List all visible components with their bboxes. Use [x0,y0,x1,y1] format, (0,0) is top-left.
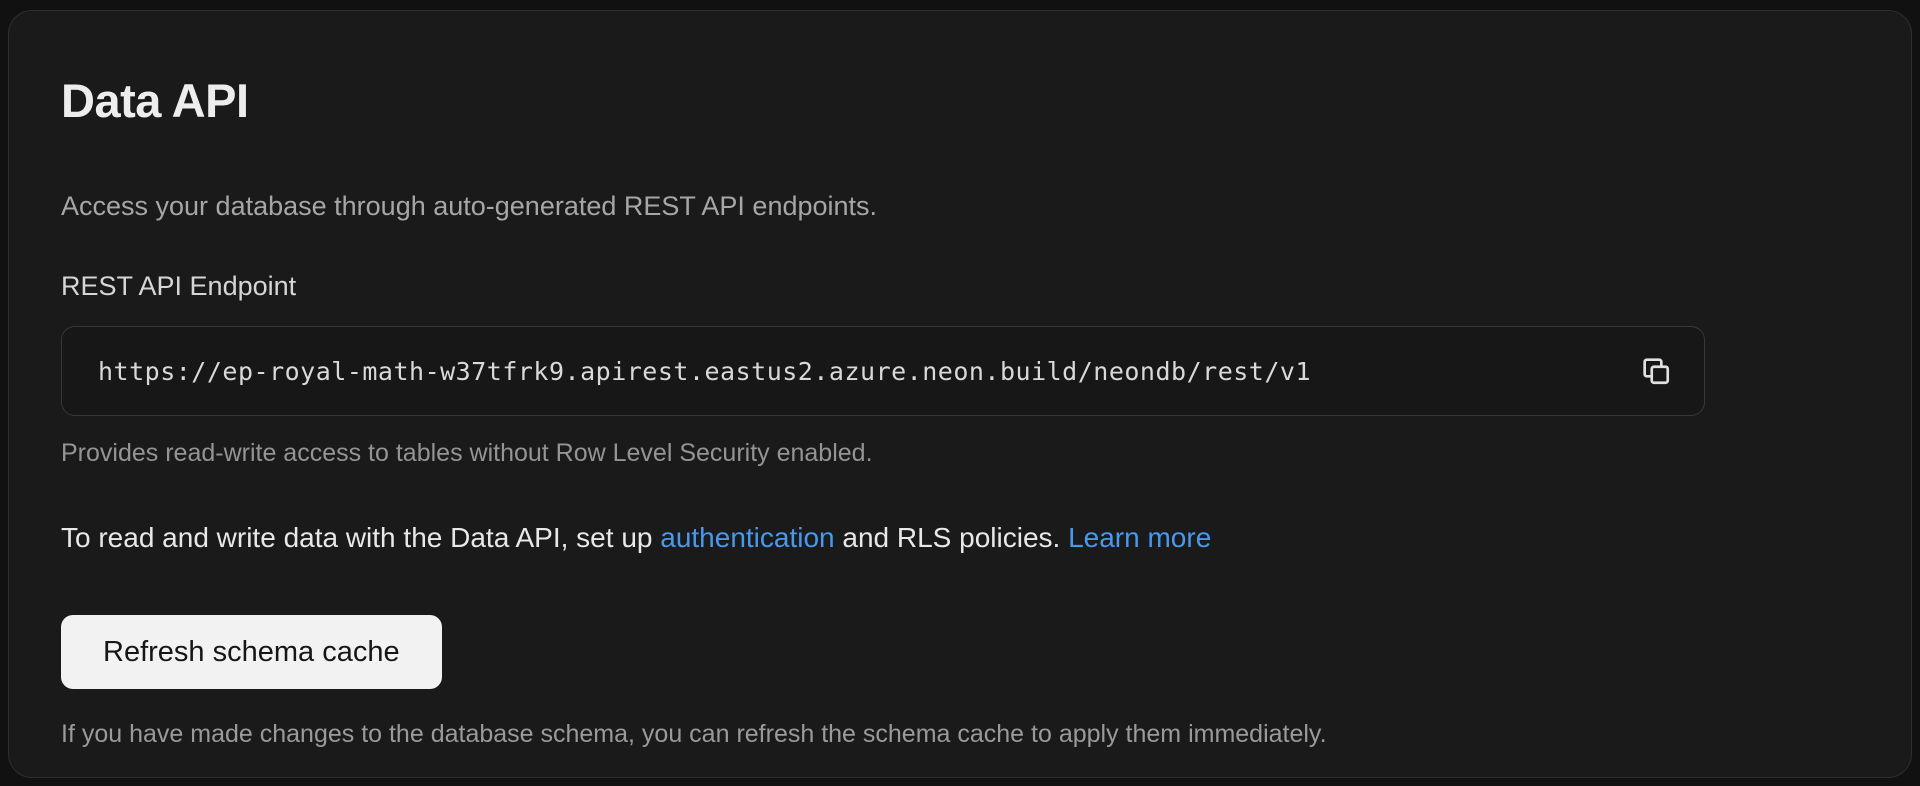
endpoint-url-field[interactable]: https://ep-royal-math-w37tfrk9.apirest.e… [61,326,1705,417]
endpoint-url-value: https://ep-royal-math-w37tfrk9.apirest.e… [98,356,1311,386]
refresh-schema-cache-button[interactable]: Refresh schema cache [61,615,442,690]
panel-description: Access your database through auto-genera… [61,190,878,221]
cta-text-before: To read and write data with the Data API… [61,522,661,554]
rls-policies-note: To read and write data with the Data API… [61,520,1859,555]
authentication-link[interactable]: authentication [660,522,835,554]
copy-icon [1640,355,1672,387]
endpoint-helper-text: Provides read-write access to tables wit… [61,439,873,468]
cta-text-middle: and RLS policies. [834,522,1069,554]
learn-more-link[interactable]: Learn more [1068,522,1212,554]
refresh-helper-text: If you have made changes to the database… [61,720,1327,749]
data-api-panel: Data API Access your database through au… [8,10,1912,778]
endpoint-label: REST API Endpoint [61,271,297,302]
copy-url-button[interactable] [1636,351,1676,391]
page-title: Data API [61,74,249,127]
